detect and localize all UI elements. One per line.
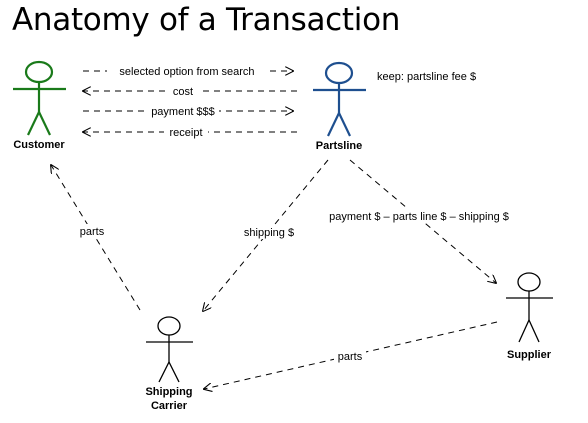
shipping-carrier-label-line1: Shipping [145,386,192,398]
flow-label-parts-to-carrier: parts [338,351,363,363]
flow-label-parts-to-customer: parts [80,226,105,238]
partsline-right-leg [338,112,351,137]
shipping-carrier-label-line2: Carrier [151,400,188,412]
supplier-right-leg [528,319,540,343]
shipping-carrier-actor [146,316,193,383]
supplier-actor [506,272,553,343]
partsline-actor [313,61,366,137]
flow-label-supplier-payment: payment $ – parts line $ – shipping $ [329,211,509,223]
supplier-label: Supplier [507,349,552,361]
flow-label-shipping-payment: shipping $ [244,227,294,239]
customer-actor [13,60,66,136]
partsline-label: Partsline [316,140,362,152]
customer-left-leg [27,111,40,136]
customer-head [24,60,54,84]
partsline-note: keep: partsline fee $ [377,71,476,83]
message-label-payment: payment $$$ [151,106,215,118]
message-label-receipt: receipt [169,127,202,139]
shipping-carrier-right-leg [168,361,180,383]
supplier-head [517,272,541,292]
flow-arrow-supplier-payment [349,159,496,283]
page-title: Anatomy of a Transaction [12,2,401,38]
message-label-selected-option: selected option from search [119,66,254,78]
message-label-cost: cost [173,86,193,98]
customer-right-leg [38,111,51,136]
partsline-head [324,61,354,85]
supplier-left-leg [518,319,530,343]
shipping-carrier-head [157,316,181,336]
shipping-carrier-left-leg [158,361,170,383]
partsline-left-leg [327,112,340,137]
customer-label: Customer [13,139,65,151]
